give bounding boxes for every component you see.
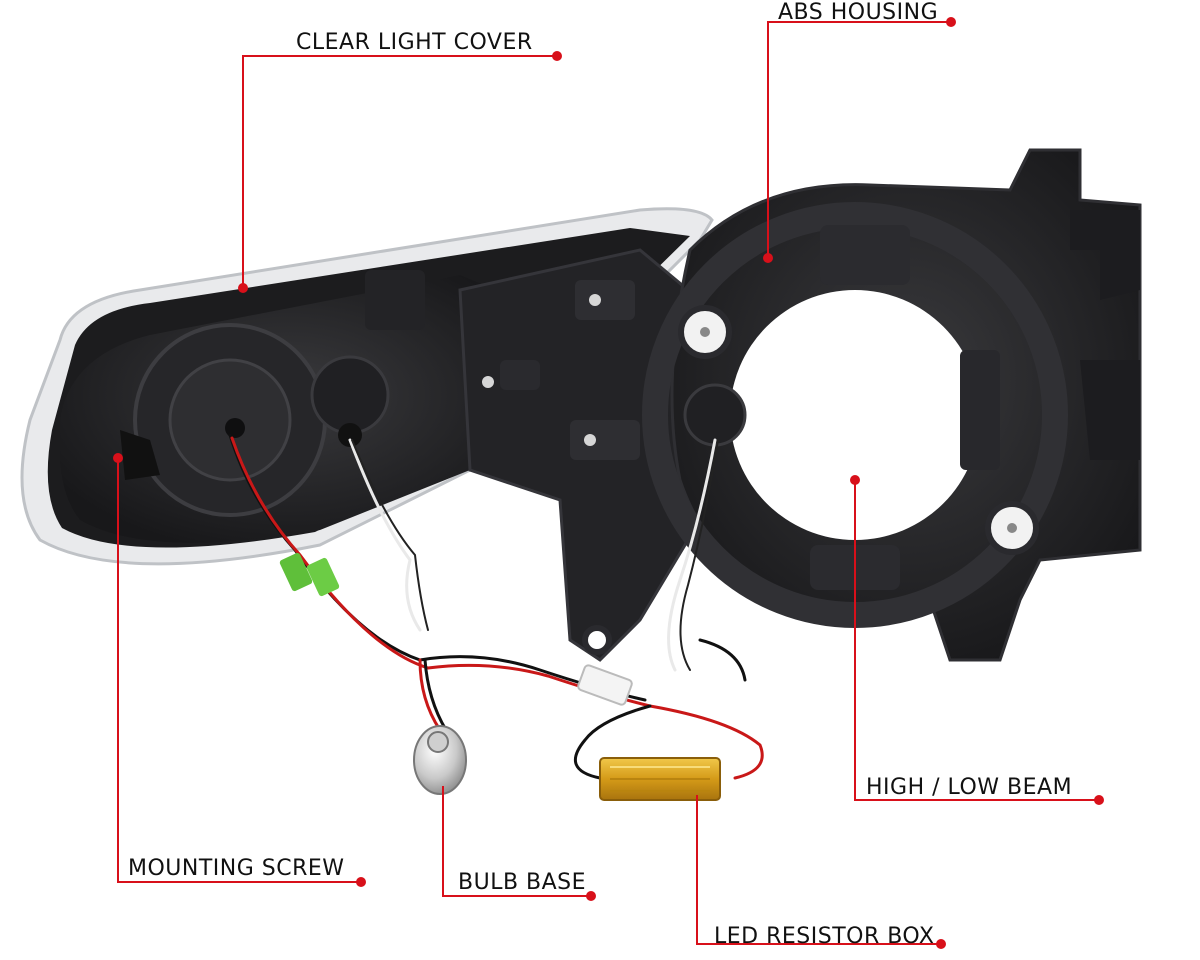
label-bulb-base: BULB BASE [458, 870, 587, 895]
bulb-base [413, 725, 467, 795]
callout-line-clear-light-cover [242, 55, 556, 288]
rear-housing-left [59, 270, 521, 543]
callout-line-high-low-beam [854, 480, 1098, 801]
callout-dot [1094, 795, 1104, 805]
label-high-low-beam: HIGH / LOW BEAM [866, 775, 1073, 800]
callout-dot [552, 51, 562, 61]
mounting-tab [365, 270, 425, 330]
callout-dot [763, 253, 773, 263]
callout-dot [356, 877, 366, 887]
label-clear-light-cover: CLEAR LIGHT COVER [296, 30, 533, 55]
label-mounting-screw: MOUNTING SCREW [128, 856, 345, 881]
abs-housing [642, 148, 1142, 662]
callout-line-mounting-screw [117, 458, 360, 883]
callout-line-abs-housing [767, 21, 950, 258]
label-led-resistor-box: LED RESISTOR BOX [714, 924, 935, 949]
projector-opening [730, 290, 980, 540]
callout-line-led-resistor-box [696, 795, 940, 945]
label-abs-housing: ABS HOUSING [778, 0, 939, 25]
callout-dot [238, 283, 248, 293]
callout-dots [113, 17, 1104, 949]
callout-dot [113, 453, 123, 463]
callout-line-bulb-base [442, 786, 590, 897]
callout-dot [586, 891, 596, 901]
center-bracket [458, 248, 702, 662]
callout-dot [850, 475, 860, 485]
green-connectors [279, 552, 340, 597]
callout-lines [117, 21, 1098, 945]
wiring-harness [228, 433, 764, 780]
callout-dot [946, 17, 956, 27]
callout-dot [936, 939, 946, 949]
led-resistor-box [599, 757, 721, 801]
white-connector [577, 664, 633, 706]
